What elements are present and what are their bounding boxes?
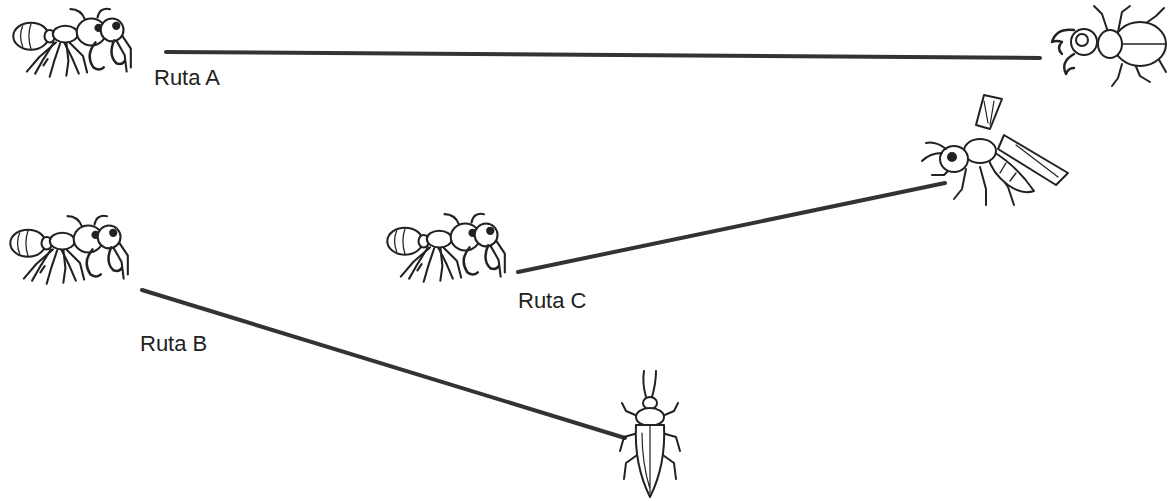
route-label: Ruta A (152, 66, 222, 90)
route-b-line (142, 290, 625, 438)
ant-figure (387, 214, 505, 282)
wasp-figure (922, 95, 1068, 205)
route-c-line (518, 183, 945, 272)
beetle-figure (1052, 6, 1166, 86)
ant-figure (10, 216, 128, 284)
route-lines (142, 52, 1040, 438)
route-label: Ruta C (516, 289, 588, 313)
ant-figure (13, 9, 131, 77)
route-a-line (166, 52, 1040, 58)
cockroach-figure (620, 371, 680, 497)
route-label: Ruta B (138, 332, 209, 356)
